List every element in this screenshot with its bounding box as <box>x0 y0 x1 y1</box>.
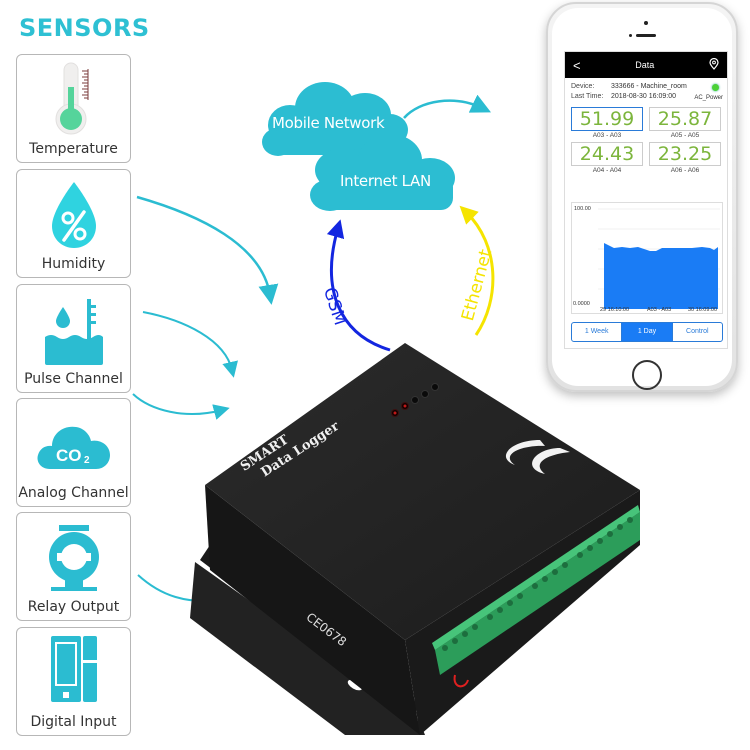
range-tabs: 1 Week 1 Day Control <box>571 322 723 342</box>
tab-1-week[interactable]: 1 Week <box>572 323 623 341</box>
svg-text:CO: CO <box>56 446 82 465</box>
reading-value: 23.25 <box>649 142 721 166</box>
reading-channel: A03 - A03 <box>592 132 622 139</box>
tab-control[interactable]: Control <box>686 328 709 335</box>
reading-tile[interactable]: 24.43 A04 - A04 <box>571 142 643 174</box>
sensor-card-pulse-channel: Pulse Channel <box>16 284 131 393</box>
x-axis-start: 29 16:10:00 <box>600 307 630 313</box>
sensor-card-relay-output: Relay Output <box>16 512 131 621</box>
back-button[interactable]: < <box>573 57 581 73</box>
sensors-title: SENSORS <box>19 14 150 42</box>
reading-value: 51.99 <box>571 107 643 131</box>
internet-lan-cloud <box>310 134 455 211</box>
sensor-label: Humidity <box>41 256 106 272</box>
reading-channel: A06 - A06 <box>670 167 700 174</box>
readings-grid: 51.99 A03 - A03 25.87 A05 - A05 24.43 A0… <box>565 105 727 176</box>
reading-tile[interactable]: 25.87 A05 - A05 <box>649 107 721 139</box>
phone-screen: < Data Device: 333666 - Machine_room Last… <box>564 51 728 349</box>
sensor-card-temperature: Temperature <box>16 54 131 163</box>
sensor-label: Pulse Channel <box>24 371 123 387</box>
sensor-card-analog-channel: CO 2 Analog Channel <box>16 398 131 507</box>
digital-device-icon <box>17 632 130 710</box>
x-axis-series: A03 - A03 <box>647 307 672 313</box>
co2-cloud-icon: CO 2 <box>17 403 130 481</box>
reading-channel: A05 - A05 <box>670 132 700 139</box>
phone-body: < Data Device: 333666 - Machine_room Last… <box>552 8 732 390</box>
location-pin-icon[interactable] <box>709 57 719 72</box>
reading-channel: A04 - A04 <box>592 167 622 174</box>
sensor-label: Temperature <box>29 141 118 157</box>
svg-text:2: 2 <box>84 455 90 466</box>
data-logger-device <box>190 343 640 735</box>
reading-value: 25.87 <box>649 107 721 131</box>
last-time-value: 2018-08-30 16:09:00 <box>611 93 676 100</box>
relay-pump-icon <box>17 517 130 595</box>
x-axis-end: 30 16:09:00 <box>688 307 718 313</box>
humidity-drop-icon <box>17 174 130 252</box>
sensor-card-humidity: Humidity <box>16 169 131 278</box>
reading-value: 24.43 <box>571 142 643 166</box>
reading-tile[interactable]: 23.25 A06 - A06 <box>649 142 721 174</box>
device-info: Device: 333666 - Machine_room Last Time: 2… <box>565 78 727 105</box>
y-axis-min: 0.0000 <box>573 301 590 307</box>
device-value: 333666 - Machine_room <box>611 83 687 90</box>
sensor-card-digital-input: Digital Input <box>16 627 131 736</box>
thermometer-icon <box>17 59 130 137</box>
sensor-label: Digital Input <box>30 714 117 730</box>
last-time-label: Last Time: <box>571 93 604 100</box>
power-status: AC_Power <box>694 95 723 101</box>
water-level-icon <box>17 289 130 367</box>
tab-1-day[interactable]: 1 Day <box>622 323 673 341</box>
terminal-blocks <box>432 505 640 688</box>
y-axis-max: 100.00 <box>574 206 591 212</box>
front-camera <box>644 21 648 25</box>
sensor-label: Relay Output <box>27 599 120 615</box>
trend-chart: 100.00 0.0000 29 16:10:00 A03 - A03 30 1… <box>571 202 723 314</box>
app-bar-title: Data <box>635 60 655 70</box>
smartphone: < Data Device: 333666 - Machine_room Last… <box>546 2 738 392</box>
sensor-dot <box>629 34 632 37</box>
home-button[interactable] <box>632 360 662 390</box>
device-label: Device: <box>571 83 595 90</box>
area-plot <box>598 208 720 309</box>
cloud-label-internet-lan: Internet LAN <box>340 172 431 190</box>
reading-tile[interactable]: 51.99 A03 - A03 <box>571 107 643 139</box>
status-led-icon <box>712 84 719 91</box>
cloud-label-mobile-network: Mobile Network <box>272 114 385 132</box>
sensor-label: Analog Channel <box>18 485 129 501</box>
app-bar: < Data <box>565 52 727 78</box>
speaker-grille <box>636 34 656 37</box>
